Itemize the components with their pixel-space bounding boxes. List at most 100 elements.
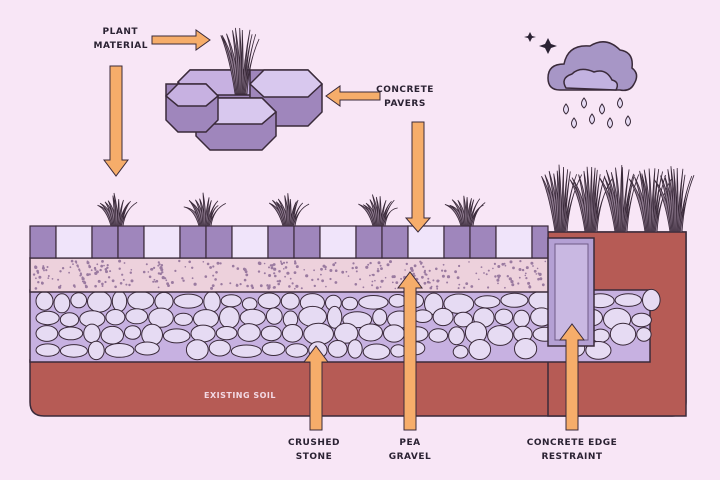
crushed-stone [475,296,500,308]
gravel-dot [422,266,424,268]
paver-block [408,226,444,258]
gravel-dot [121,274,123,276]
gravel-dot [278,280,281,283]
gravel-dot [377,268,379,270]
gravel-dot [158,261,160,263]
gravel-dot [244,279,247,282]
gravel-dot [511,283,514,286]
gravel-dot [392,275,395,278]
gravel-dot [436,285,438,287]
gravel-dot [285,266,288,269]
gravel-dot [470,285,473,288]
rain-drop [572,118,577,128]
gravel-dot [153,267,155,269]
gravel-dot [522,269,524,271]
gravel-dot [125,284,127,286]
gravel-dot [529,285,531,287]
gravel-dot [47,266,49,268]
gravel-dot [296,265,299,268]
gravel-dot [264,263,266,265]
gravel-dot [281,263,283,265]
gravel-dot [72,263,74,265]
gravel-dot [458,287,460,289]
label-edge-restraint-1: CONCRETE EDGE [527,438,618,448]
gravel-dot [395,288,397,290]
gravel-dot [152,281,154,283]
gravel-dot [378,261,381,264]
gravel-dot [161,264,163,266]
paver-block [294,226,320,258]
crushed-stone [36,292,53,310]
gravel-dot [494,263,496,265]
gravel-dot [33,273,35,275]
gravel-dot [335,262,337,264]
gravel-dot [83,281,86,284]
gravel-dot [432,279,434,281]
gravel-dot [341,271,344,274]
gravel-dot [86,273,89,276]
gravel-dot [303,269,305,271]
gravel-dot [108,276,110,278]
gravel-dot [277,280,279,282]
crushed-stone [514,310,530,327]
crushed-stone [488,326,513,346]
gravel-dot [287,272,289,274]
plant-tuft [184,193,226,226]
gravel-dot [158,287,160,289]
gravel-dot [494,275,496,277]
gravel-dot [380,265,382,267]
gravel-dot [100,265,103,268]
crushed-stone [281,293,299,309]
gravel-dot [62,267,64,269]
gravel-dot [424,282,427,285]
rain-drop [626,116,631,126]
gravel-dot [112,279,115,282]
gravel-dot [404,269,406,271]
gravel-dot [268,266,270,268]
crushed-stone [515,339,537,359]
crushed-stone [216,327,237,340]
gravel-dot [532,265,534,267]
gravel-dot [380,286,382,288]
gravel-dot [443,264,445,266]
crushed-stone [615,294,641,307]
gravel-dot [288,285,291,288]
crushed-stone [220,307,240,329]
crushed-stone [36,326,58,342]
gravel-dot [271,264,274,267]
paver-block [268,226,294,258]
gravel-dot [103,265,105,267]
gravel-dot [465,282,468,285]
gravel-dot [395,281,398,284]
label-plant-material-2: MATERIAL [94,41,149,51]
tall-grass-clump [542,165,582,232]
gravel-dot [369,275,371,277]
paver-block [144,226,180,258]
gravel-dot [41,282,44,285]
gravel-dot [159,273,162,276]
crushed-stone [261,326,281,341]
crushed-stone [174,313,192,325]
gravel-dot [174,270,176,272]
gravel-dot [317,278,319,280]
gravel-dot [320,268,323,271]
crushed-stone [469,340,491,360]
crushed-stone [36,344,59,356]
gravel-dot [427,278,429,280]
gravel-dot [507,275,509,277]
gravel-dot [458,284,460,286]
crushed-stone [163,329,190,343]
gravel-dot [212,284,215,287]
paver-block [382,226,408,258]
gravel-dot [128,284,130,286]
gravel-dot [537,268,539,270]
gravel-dot [294,271,297,274]
paver-block [444,226,470,258]
gravel-dot [35,287,38,290]
gravel-dot [68,272,70,274]
gravel-dot [114,286,117,289]
rain-drop [590,114,595,124]
label-pea-gravel-2: GRAVEL [389,452,432,462]
crushed-stone [60,345,87,358]
